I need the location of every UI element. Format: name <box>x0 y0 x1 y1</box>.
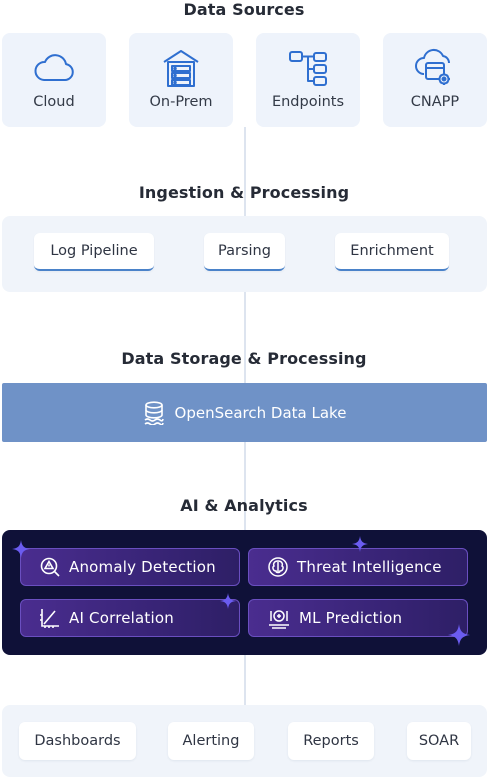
source-card-endpoints[interactable]: Endpoints <box>256 33 360 127</box>
pill-soar[interactable]: SOAR <box>407 722 471 760</box>
opensearch-data-lake-bar[interactable]: OpenSearch Data Lake <box>2 383 487 442</box>
sparkle-icon <box>220 593 236 609</box>
ai-card-label: ML Prediction <box>299 609 403 627</box>
chart-icon <box>39 607 61 629</box>
network-tree-icon <box>286 48 330 88</box>
connector-line <box>244 292 246 383</box>
sparkle-icon <box>448 624 470 646</box>
source-card-cloud[interactable]: Cloud <box>2 33 106 127</box>
ingestion-panel: Log Pipeline Parsing Enrichment <box>2 216 487 292</box>
ai-card-label: Anomaly Detection <box>69 558 216 576</box>
source-card-cnapp[interactable]: CNAPP <box>383 33 487 127</box>
server-building-icon <box>159 48 203 88</box>
anomaly-search-icon <box>39 556 61 578</box>
cloud-settings-icon <box>413 48 457 88</box>
ai-card-threat-intelligence[interactable]: Threat Intelligence <box>248 548 468 586</box>
pill-dashboards[interactable]: Dashboards <box>19 722 136 760</box>
source-card-on-prem[interactable]: On-Prem <box>129 33 233 127</box>
ai-card-ai-correlation[interactable]: AI Correlation <box>20 599 240 637</box>
ai-analytics-panel: Anomaly Detection Threat Intelligence AI… <box>2 530 487 655</box>
connector-line <box>244 442 246 530</box>
ingestion-title: Ingestion & Processing <box>138 183 350 202</box>
pill-enrichment[interactable]: Enrichment <box>335 233 449 271</box>
ai-card-label: AI Correlation <box>69 609 174 627</box>
storage-label: OpenSearch Data Lake <box>174 403 347 422</box>
ai-card-label: Threat Intelligence <box>297 558 442 576</box>
pill-log-pipeline[interactable]: Log Pipeline <box>34 233 154 271</box>
source-label: CNAPP <box>410 94 460 110</box>
sparkle-icon <box>12 540 30 558</box>
storage-title: Data Storage & Processing <box>121 349 367 368</box>
ai-card-ml-prediction[interactable]: ML Prediction <box>248 599 468 637</box>
sparkle-icon <box>352 536 368 552</box>
ml-icon <box>267 607 291 629</box>
analytics-title: AI & Analytics <box>180 496 308 515</box>
pill-alerting[interactable]: Alerting <box>168 722 254 760</box>
pill-parsing[interactable]: Parsing <box>204 233 285 271</box>
source-label: Cloud <box>33 94 75 110</box>
cloud-icon <box>32 48 76 88</box>
ai-card-anomaly-detection[interactable]: Anomaly Detection <box>20 548 240 586</box>
connector-line <box>244 127 246 216</box>
database-icon <box>143 400 165 425</box>
data-sources-title: Data Sources <box>183 0 305 19</box>
pill-reports[interactable]: Reports <box>288 722 374 760</box>
source-label: On-Prem <box>149 94 213 110</box>
source-label: Endpoints <box>271 94 345 110</box>
connector-line <box>244 655 246 705</box>
brain-icon <box>267 556 289 578</box>
